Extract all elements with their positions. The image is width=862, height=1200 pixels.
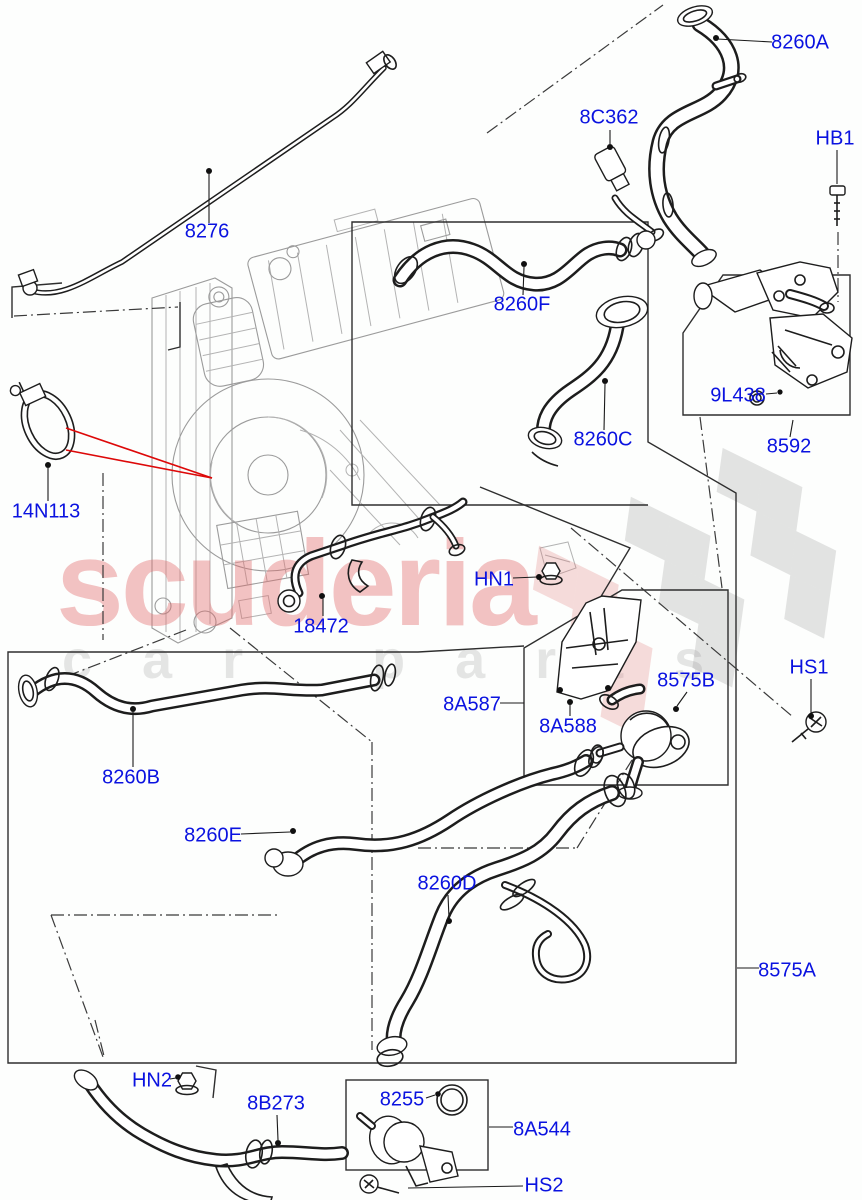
hose-8260F-drawing xyxy=(392,230,656,292)
part-label-HN1[interactable]: HN1 xyxy=(473,568,515,591)
part-label-HS1[interactable]: HS1 xyxy=(789,656,829,679)
red-pointer-lines xyxy=(65,427,213,479)
part-label-8260F[interactable]: 8260F xyxy=(493,293,551,316)
hose-8260E-drawing xyxy=(264,745,604,877)
part-label-HB1[interactable]: HB1 xyxy=(815,127,855,150)
pipe-8276-drawing xyxy=(17,50,397,296)
screw-HS2-drawing xyxy=(359,1174,400,1194)
part-label-8592[interactable]: 8592 xyxy=(766,435,812,458)
checkered-flag xyxy=(532,447,837,737)
part-label-8276[interactable]: 8276 xyxy=(184,220,230,243)
part-label-14N113[interactable]: 14N113 xyxy=(11,500,81,523)
part-label-8260E[interactable]: 8260E xyxy=(184,824,242,847)
part-label-8B273[interactable]: 8B273 xyxy=(247,1092,305,1115)
part-label-HN2[interactable]: HN2 xyxy=(131,1069,173,1092)
thermostat-8255-drawing xyxy=(356,1084,468,1187)
part-label-8575A[interactable]: 8575A xyxy=(758,959,816,982)
part-label-9L438[interactable]: 9L438 xyxy=(710,384,766,407)
pipe-18472-drawing xyxy=(277,497,468,613)
part-label-8260B[interactable]: 8260B xyxy=(102,766,160,789)
part-label-8575B[interactable]: 8575B xyxy=(657,669,715,692)
callout-box-8A544 xyxy=(345,1079,489,1171)
nut-HN2-drawing xyxy=(175,1072,199,1096)
hose-8B273-drawing xyxy=(73,1069,349,1200)
part-label-8260A[interactable]: 8260A xyxy=(771,31,829,54)
callout-box-8575A xyxy=(7,221,737,1064)
part-label-8255[interactable]: 8255 xyxy=(379,1088,425,1111)
callout-boxes xyxy=(7,221,851,1171)
oring-9L438-drawing xyxy=(749,390,765,406)
leader-lines xyxy=(45,35,838,1189)
dash-dot-lines xyxy=(13,4,839,1058)
part-label-18472[interactable]: 18472 xyxy=(293,615,349,638)
part-label-8260C[interactable]: 8260C xyxy=(573,428,633,451)
hose-8260D-drawing xyxy=(376,772,636,1068)
part-label-8260D[interactable]: 8260D xyxy=(417,872,477,895)
bolt-HB1-drawing xyxy=(829,185,846,226)
bracket-8A588-drawing xyxy=(556,595,642,700)
part-label-8C362[interactable]: 8C362 xyxy=(579,106,639,129)
part-label-8A587[interactable]: 8A587 xyxy=(443,693,501,716)
sensor-8C362-drawing xyxy=(594,146,665,242)
part-label-HS2[interactable]: HS2 xyxy=(524,1174,564,1197)
nut-HN1-drawing xyxy=(539,562,563,586)
part-label-8A588[interactable]: 8A588 xyxy=(539,715,597,738)
housing-8592-drawing xyxy=(693,261,853,406)
hose-8260A-drawing xyxy=(648,5,747,268)
clamp-14N113-drawing xyxy=(9,381,76,460)
part-label-8A544[interactable]: 8A544 xyxy=(513,1118,571,1141)
hose-8260C-drawing xyxy=(527,295,649,467)
